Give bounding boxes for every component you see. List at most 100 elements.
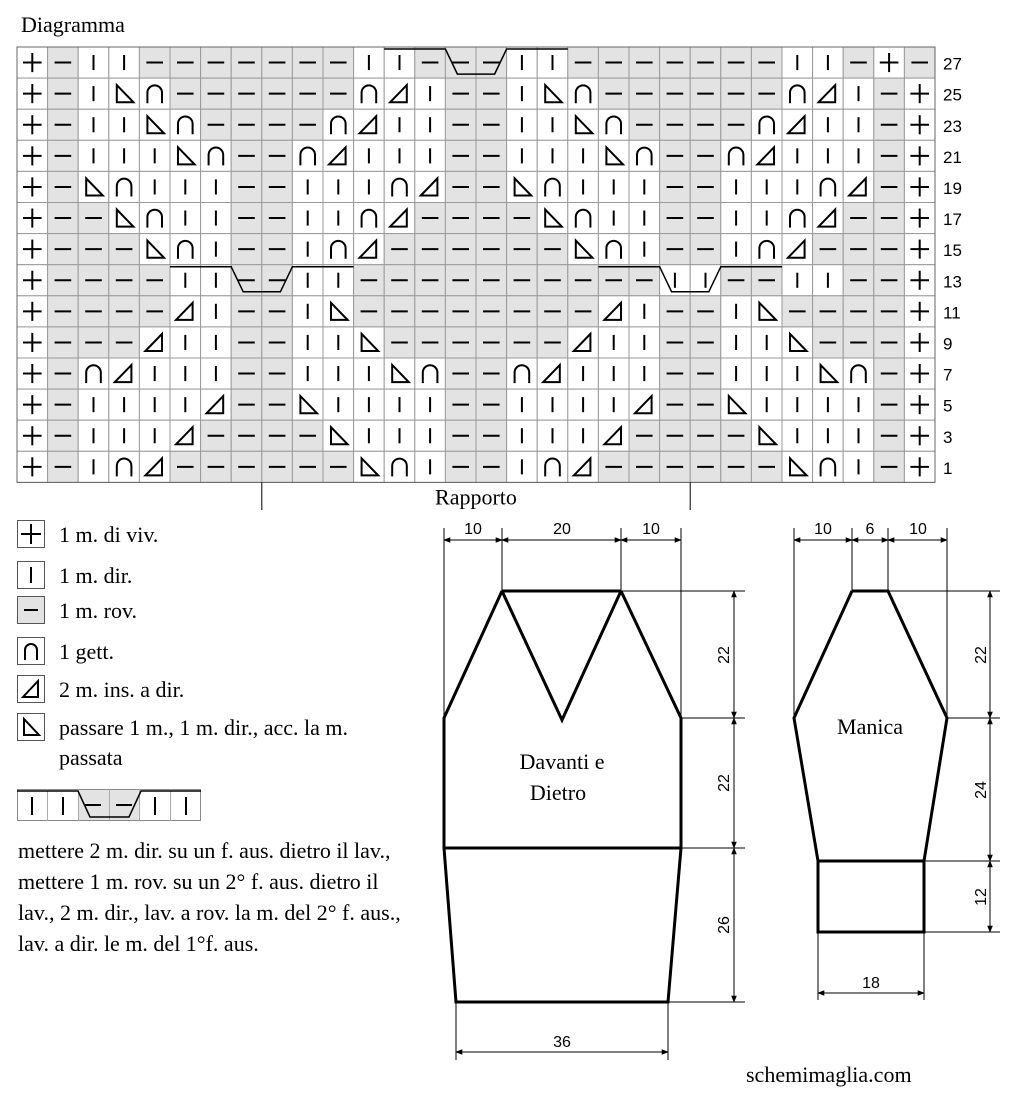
chart-cell	[169, 233, 202, 266]
front-back-label-line1: Davanti e	[520, 749, 605, 774]
cable-instruction: mettere 2 m. dir. su un f. aus. dietro i…	[18, 838, 401, 956]
chart-cell	[291, 139, 324, 172]
chart-cell	[720, 139, 752, 172]
chart-cell	[720, 419, 752, 452]
chart-cell	[781, 77, 814, 110]
chart-row	[16, 450, 936, 483]
chart-row	[16, 326, 936, 359]
chart-cell	[108, 170, 140, 203]
chart-cell	[322, 108, 355, 141]
dim-fb-h-top: 22	[716, 646, 733, 664]
k2tog-icon	[17, 675, 45, 703]
chart-cell	[597, 108, 630, 141]
dim-sl-h-mid: 24	[973, 781, 990, 799]
repeat-bracket: Rapporto	[261, 482, 691, 510]
row-number: 25	[943, 86, 962, 105]
chart-cell	[812, 170, 844, 203]
chart-cell	[567, 77, 599, 110]
chart-row	[16, 388, 936, 421]
chart-cell	[353, 202, 385, 235]
chart-cell	[536, 77, 569, 110]
chart-cell	[597, 233, 630, 266]
chart-cell	[659, 419, 691, 452]
chart-cell	[903, 170, 936, 203]
chart-row	[16, 295, 936, 328]
chart-cell	[322, 233, 355, 266]
chart-cell	[261, 170, 293, 203]
dim-fb-h-bottom: 26	[716, 916, 733, 934]
chart-cell	[414, 388, 446, 421]
legend-label: 1 m. rov.	[59, 598, 138, 623]
legend-item-yarn-over: 1 gett.	[17, 637, 114, 665]
row-number: 21	[943, 148, 962, 167]
dim-sl-top-right: 10	[909, 521, 927, 538]
chart-cell	[138, 77, 171, 110]
chart-cell	[750, 108, 783, 141]
chart-frame	[16, 46, 936, 483]
legend-label: passare 1 m., 1 m. dir., acc. la m. pass…	[59, 715, 348, 770]
front-back-label: Davanti e Dietro	[520, 749, 605, 805]
cable-cross	[170, 265, 354, 293]
sleeve-label: Manica	[837, 714, 903, 739]
legend-label: 1 m. di viv.	[59, 522, 159, 547]
purl-stitch-icon	[17, 596, 45, 624]
chart-cell	[842, 357, 875, 390]
cable-cross	[384, 48, 568, 75]
chart-cell	[628, 419, 661, 452]
dim-sl-top-mid: 6	[866, 521, 875, 538]
row-number: 7	[943, 366, 952, 385]
row-number: 19	[943, 179, 962, 198]
legend-item-skp: passare 1 m., 1 m. dir., acc. la m. pass…	[17, 713, 409, 777]
chart-cell	[383, 450, 416, 483]
chart-row	[16, 77, 936, 110]
cable-cross-icon	[17, 789, 201, 821]
chart-cell	[200, 388, 232, 421]
dim-sl-h-top: 22	[973, 646, 990, 664]
chart-row	[16, 357, 936, 390]
row-number: 11	[943, 303, 961, 322]
chart-row	[16, 170, 936, 203]
chart-cell	[597, 295, 630, 328]
row-number: 27	[943, 55, 962, 74]
diagram-title: Diagramma	[21, 12, 125, 37]
chart-cell	[383, 388, 416, 421]
dim-fb-top-left: 10	[464, 521, 482, 538]
row-number: 15	[943, 241, 962, 260]
front-back-piece	[442, 589, 683, 1004]
chart-cell	[108, 295, 140, 328]
chart-row	[16, 233, 936, 266]
skp-icon	[17, 713, 45, 741]
chart-row	[16, 139, 936, 172]
chart-cell	[77, 357, 110, 390]
site-credit: schemimaglia.com	[746, 1062, 912, 1087]
row-number: 1	[943, 459, 952, 478]
row-number: 3	[943, 428, 952, 447]
chart-row	[16, 419, 936, 452]
legend-item-k2tog: 2 m. ins. a dir.	[17, 675, 184, 703]
row-number: 13	[943, 272, 962, 291]
legend-label: 1 m. dir.	[59, 563, 133, 588]
chart-cell	[138, 202, 171, 235]
sleeve-piece	[792, 589, 949, 934]
dim-fb-h-mid: 22	[716, 774, 733, 792]
chart-cell	[200, 139, 232, 172]
row-number: 5	[943, 397, 952, 416]
yarn-over-icon	[17, 637, 45, 665]
chart-cell	[414, 357, 446, 390]
repeat-label: Rapporto	[435, 484, 517, 509]
row-number: 9	[943, 334, 952, 353]
dim-sl-top-left: 10	[814, 521, 832, 538]
knit-stitch-icon	[17, 561, 45, 589]
front-back-dimension-lines	[443, 528, 745, 1060]
chart-cell	[812, 450, 844, 483]
sleeve-dimension-labels: 10 6 10 18 22 24 12	[814, 521, 990, 992]
chart-cell	[414, 264, 446, 297]
chart-cell	[567, 357, 599, 390]
legend-label: 2 m. ins. a dir.	[59, 677, 185, 702]
front-back-dimension-labels: 10 20 10 36 22 22 26	[464, 521, 733, 1051]
chart-cell	[169, 108, 202, 141]
chart-cell	[108, 450, 140, 483]
legend-label: 1 gett.	[59, 639, 114, 664]
legend-item-knit: 1 m. dir.	[17, 561, 132, 589]
